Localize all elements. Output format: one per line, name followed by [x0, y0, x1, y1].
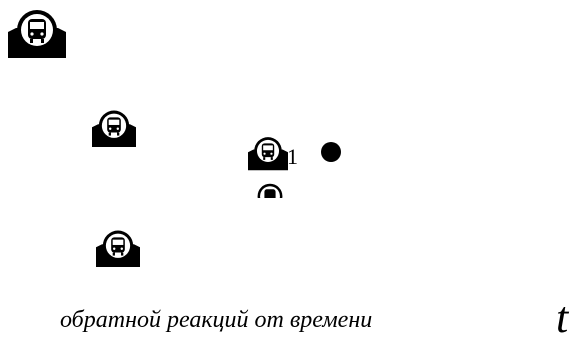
metro-train-icon — [96, 228, 140, 268]
caption-text: обратной реакций от времени — [60, 307, 373, 333]
metro-train-icon — [92, 108, 136, 148]
metro-train-icon — [8, 8, 66, 58]
metro-train-icon — [248, 135, 288, 171]
subscript-label: 1 — [287, 144, 298, 169]
time-variable: t — [556, 293, 569, 342]
metro-train-icon-partial — [252, 180, 288, 198]
bullet-dot — [321, 142, 341, 162]
